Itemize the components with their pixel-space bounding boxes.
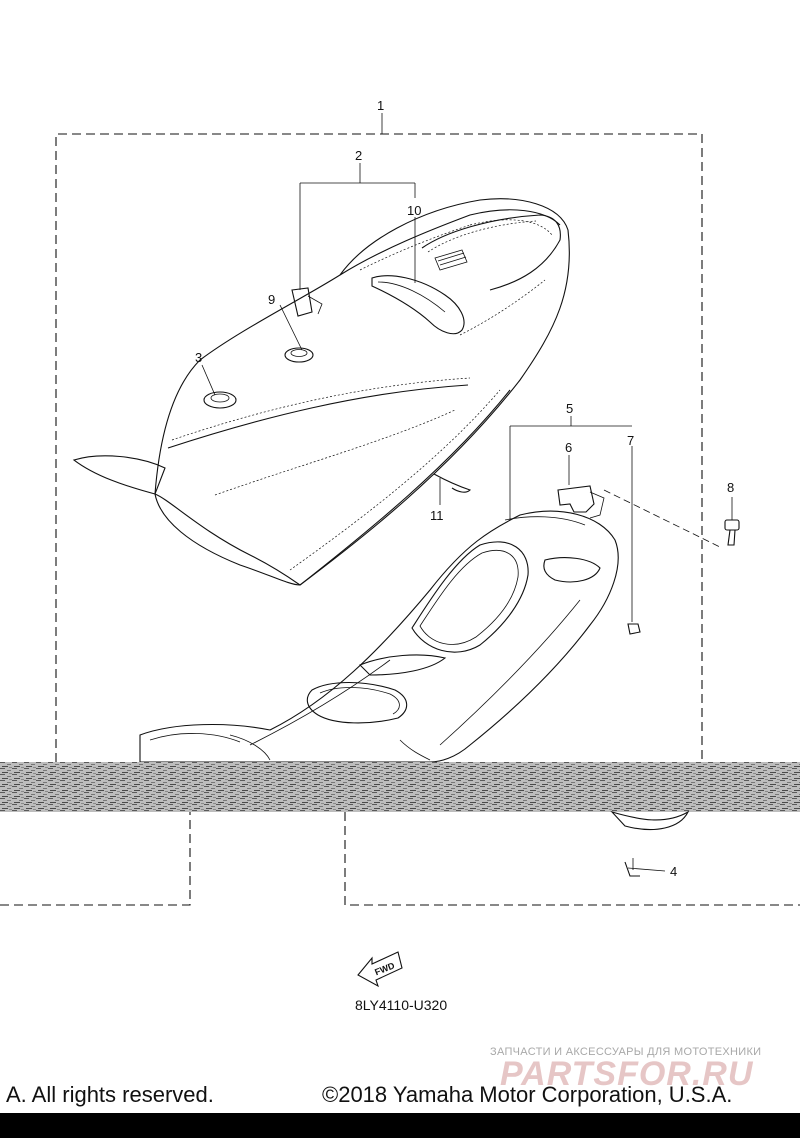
cap-part-3 [203,391,237,409]
callout-11: 11 [430,508,444,523]
fwd-arrow: FWD [357,951,403,988]
clip-part-2 [291,287,313,317]
seat-logo [434,249,468,271]
callout-9: 9 [268,292,275,307]
seat-assembly [72,198,570,586]
callout-3: 3 [195,350,202,365]
rights-text: A. All rights reserved. [6,1082,214,1107]
leader-lines [201,113,733,872]
seat-base-assembly [139,510,619,763]
diagram-code: 8LY4110-U320 [355,997,447,1013]
pin-part-11 [433,473,472,493]
lower-boundary-left [0,812,191,906]
callout-5: 5 [566,401,573,416]
callout-2: 2 [355,148,362,163]
scan-noise-band [0,762,800,812]
lower-boundary-right [344,812,800,906]
bracket-part-6 [557,485,595,513]
fwd-label: FWD [373,960,396,977]
watermark-tagline: ЗАПЧАСТИ И АКСЕССУАРЫ ДЛЯ МОТОТЕХНИКИ [490,1046,761,1058]
callout-1: 1 [377,98,384,113]
nut-part-7 [627,623,641,635]
callout-10: 10 [407,203,421,218]
bolt-part-8 [724,519,740,546]
callout-4: 4 [670,864,677,879]
copyright-text: ©2018 Yamaha Motor Corporation, U.S.A. [322,1082,732,1107]
watermark-brand: PARTSFOR.RU [500,1055,754,1093]
callout-7: 7 [627,433,634,448]
clip-part-4 [610,810,690,877]
callout-8: 8 [727,480,734,495]
footer-bar [0,1113,800,1138]
callout-6: 6 [565,440,572,455]
grab-handle [371,275,465,335]
assembly-boundary [55,133,703,762]
cap-part-9 [284,347,314,363]
